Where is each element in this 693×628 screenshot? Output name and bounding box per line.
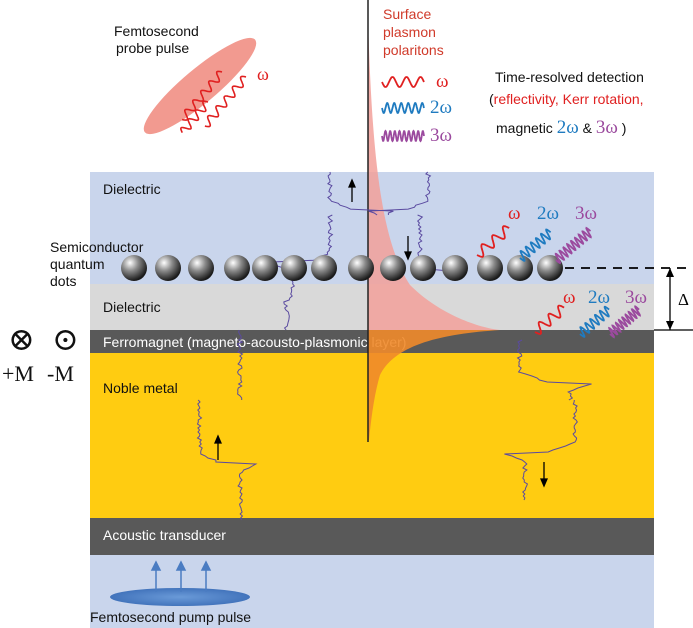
quantum-dot (155, 255, 181, 281)
spp-legend-omega: ω (436, 71, 449, 92)
magnetization-minus-label: -M (47, 361, 74, 386)
emit-upper-3omega (554, 226, 592, 265)
detection-3omega: 3ω (596, 117, 618, 138)
quantum-dot (380, 255, 406, 281)
acoustic-transducer-layer (90, 518, 654, 555)
lower-omega-label: ω (563, 287, 576, 308)
dielectric-top-label: Dielectric (103, 181, 161, 197)
quantum-dot (121, 255, 147, 281)
qd-label-line-2: quantum (50, 256, 104, 272)
magnetization-plus-symbol: ⊗ (8, 321, 35, 357)
detection-close: ) (622, 120, 627, 136)
emit-upper-omega (476, 225, 510, 258)
probe-wave-2 (204, 75, 247, 128)
upper-3omega-label: 3ω (575, 203, 597, 224)
probe-pulse-label: Femtosecond probe pulse (114, 23, 203, 56)
spp-label-line-3: polaritons (383, 42, 444, 58)
spp-label: Surface plasmon polaritons (383, 6, 444, 58)
emit-lower-omega (534, 304, 565, 335)
detection-reflectivity: reflectivity, Kerr rotation, (494, 91, 644, 107)
emit-lower-2omega (579, 305, 610, 338)
spp-label-line-2: plasmon (383, 24, 436, 40)
quantum-dot (442, 255, 468, 281)
detection-line-3: magnetic 2ω & 3ω ) (496, 117, 626, 138)
acoustic-trace-e (196, 399, 258, 521)
probe-label-line-2: probe pulse (116, 40, 189, 56)
acoustic-trace-d (236, 329, 244, 400)
qd-label: Semiconductor quantum dots (50, 239, 147, 289)
delta-arrow-top (666, 268, 674, 277)
emit-upper-2omega (519, 228, 552, 262)
probe-pulse-ellipse (143, 37, 257, 135)
detection-2omega: 2ω (557, 117, 579, 138)
acoustic-trace-a (327, 171, 394, 215)
acoustic-trace-f (368, 171, 432, 216)
noble-metal-label: Noble metal (103, 380, 178, 396)
spp-legend-3omega: 3ω (430, 125, 452, 146)
emit-lower-3omega (608, 305, 642, 339)
probe-pulse-waves (179, 70, 247, 133)
acoustic-transducer-label: Acoustic transducer (103, 527, 226, 543)
strain-arrows (214, 178, 548, 488)
quantum-dot (410, 255, 436, 281)
qd-label-line-1: Semiconductor (50, 239, 144, 255)
probe-label-line-1: Femtosecond (114, 23, 199, 39)
delta-label: Δ (678, 290, 689, 309)
lower-2omega-label: 2ω (588, 287, 610, 308)
quantum-dot (348, 255, 374, 281)
spp-field-profile-upper (368, 20, 500, 330)
spp-field-profile-lower (368, 330, 500, 440)
spp-legend-waves (381, 76, 425, 143)
delta-arrow-bottom (666, 321, 674, 330)
spp-legend-2omega: 2ω (430, 97, 452, 118)
magnetization-minus-symbol: ⊙ (52, 321, 79, 357)
legend-omega-wave (381, 76, 425, 88)
pump-pulse-label: Femtosecond pump pulse (90, 609, 251, 625)
pump-pulse-ellipse (110, 588, 250, 606)
legend-2omega-wave (381, 101, 425, 115)
ferromagnet-label: Ferromagnet (magneto-acousto-plasmonic l… (103, 334, 406, 350)
probe-wave-3 (179, 100, 209, 133)
probe-omega-label: ω (257, 64, 269, 84)
detection-line-2: (reflectivity, Kerr rotation, (489, 91, 644, 107)
detection-amp: & (583, 120, 596, 136)
spp-label-line-1: Surface (383, 6, 431, 22)
probe-wave-1 (181, 70, 223, 121)
quantum-dot (188, 255, 214, 281)
quantum-dot (224, 255, 250, 281)
quantum-dot (477, 255, 503, 281)
quantum-dot (311, 255, 337, 281)
detection-title: Time-resolved detection (495, 69, 644, 85)
lower-3omega-label: 3ω (625, 287, 647, 308)
quantum-dots-row (121, 255, 563, 281)
upper-omega-label: ω (508, 203, 521, 224)
qd-label-line-3: dots (50, 273, 76, 289)
magnetization-plus-label: +M (2, 361, 34, 386)
emitted-harmonic-waves (476, 225, 642, 339)
detection-magnetic: magnetic (496, 120, 557, 136)
quantum-dot (507, 255, 533, 281)
quantum-dot (281, 255, 307, 281)
pump-arrows (150, 560, 212, 592)
quantum-dot (252, 255, 278, 281)
acoustic-trace-i (504, 399, 578, 501)
dielectric-bottom-label: Dielectric (103, 299, 161, 315)
upper-2omega-label: 2ω (537, 203, 559, 224)
legend-3omega-wave (381, 129, 425, 143)
acoustic-trace-h (516, 339, 592, 401)
